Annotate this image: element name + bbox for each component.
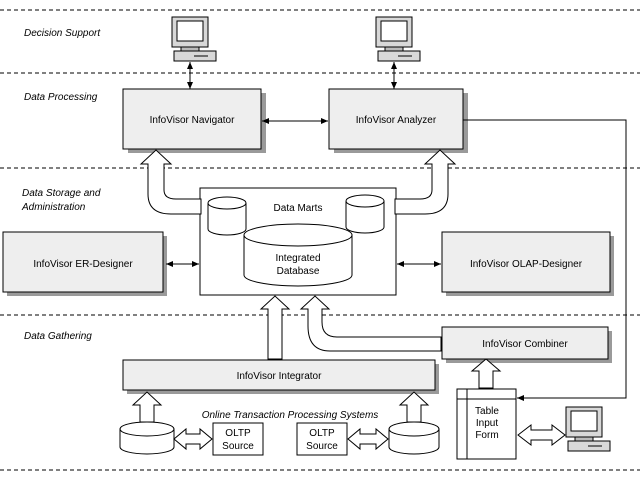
database-icon: [207, 196, 247, 236]
lane-label-data-gathering: Data Gathering: [24, 331, 92, 342]
olap-designer-label: InfoVisor OLAP-Designer: [470, 259, 583, 270]
flow-arrow: [347, 427, 389, 451]
flow-arrow: [131, 391, 163, 423]
flow-arrow: [398, 391, 430, 423]
oltp-source-label-2: Source: [222, 441, 254, 452]
navigator-label: InfoVisor Navigator: [150, 115, 236, 126]
table-input-form-label-3: Form: [475, 430, 498, 441]
flow-arrow: [517, 423, 566, 447]
analyzer-box: [328, 88, 464, 150]
oltp-source-label: OLTP: [225, 428, 251, 439]
flow-arrow: [139, 149, 202, 215]
data-marts-label: Data Marts: [274, 203, 323, 214]
olap-designer-box: [441, 231, 611, 293]
flow-arrow: [394, 149, 457, 215]
database-icon: [345, 194, 385, 234]
navigator-box: [122, 88, 262, 150]
flow-arrow: [470, 358, 502, 389]
lane-label-decision-support: Decision Support: [24, 28, 101, 39]
lane-label-data-processing: Data Processing: [24, 92, 98, 103]
oltp-source-box: [296, 422, 348, 456]
flow-arrow: [259, 295, 291, 360]
combiner-label: InfoVisor Combiner: [482, 339, 568, 350]
flow-arrow: [173, 427, 213, 451]
flow-arrow: [299, 295, 442, 352]
computer-icon: [171, 16, 217, 62]
table-input-form-label-2: Input: [476, 418, 498, 429]
connector-arrow: [463, 119, 627, 401]
integrator-box: [122, 359, 436, 391]
oltp-systems-label: Online Transaction Processing Systems: [202, 410, 379, 421]
combiner-box: [441, 326, 609, 360]
computer-icon: [375, 16, 421, 62]
analyzer-label: InfoVisor Analyzer: [356, 115, 437, 126]
oltp-source-label-2: Source: [306, 441, 338, 452]
computer-icon: [565, 406, 611, 452]
database-icon: [119, 421, 175, 455]
oltp-source-label: OLTP: [309, 428, 335, 439]
er-designer-label: InfoVisor ER-Designer: [33, 259, 133, 270]
integrated-database-label: Integrated: [275, 253, 320, 264]
integrated-database-label-2: Database: [277, 266, 320, 277]
lane-label-data-storage: Data Storage and: [22, 188, 101, 199]
oltp-source-box: [212, 422, 264, 456]
er-designer-box: [2, 231, 164, 293]
integrator-label: InfoVisor Integrator: [237, 371, 323, 382]
integrated-database-icon: [243, 223, 353, 287]
table-input-form-label: Table: [475, 406, 499, 417]
lane-label-administration: Administration: [21, 202, 86, 213]
database-icon: [388, 421, 440, 455]
